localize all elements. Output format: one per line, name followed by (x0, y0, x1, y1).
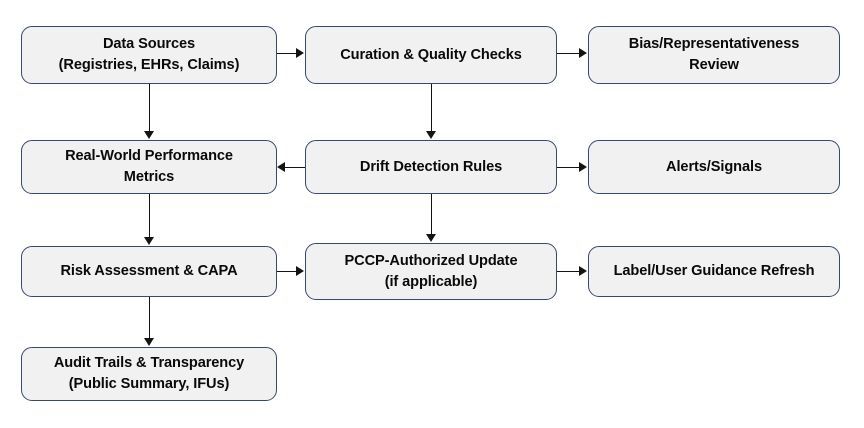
edge-data-sources-to-metrics (143, 84, 155, 140)
node-data-sources-line-2: (Registries, EHRs, Claims) (58, 57, 240, 73)
node-label-user-guidance-refresh[interactable]: Label/User Guidance Refresh (588, 246, 840, 297)
edge-shaft (277, 271, 297, 272)
node-audit-trails-transparency-line-2: (Public Summary, IFUs) (68, 376, 230, 392)
node-risk-assessment-capa[interactable]: Risk Assessment & CAPA (21, 246, 277, 297)
edge-shaft (277, 53, 297, 54)
edge-curation-to-bias-review (557, 47, 588, 59)
edge-pccp-to-label (557, 265, 588, 277)
edge-drift-to-alerts (557, 161, 588, 173)
arrowhead-right-icon (579, 161, 587, 172)
node-alerts-signals[interactable]: Alerts/Signals (588, 140, 840, 194)
node-alerts-signals-line-1: Alerts/Signals (666, 158, 762, 175)
node-risk-assessment-capa-line-1: Risk Assessment & CAPA (60, 263, 238, 280)
edge-shaft (149, 297, 150, 339)
edge-shaft (149, 194, 150, 238)
arrowhead-right-icon (296, 47, 304, 58)
arrowhead-down-icon (143, 237, 154, 245)
node-drift-detection-rules[interactable]: Drift Detection Rules (305, 140, 557, 194)
arrowhead-down-icon (425, 234, 436, 242)
arrowhead-right-icon (579, 47, 587, 58)
node-risk-assessment-capa-label: Risk Assessment & CAPA (30, 261, 268, 282)
arrowhead-right-icon (579, 265, 587, 276)
edge-shaft (431, 84, 432, 132)
node-audit-trails-transparency-line-1: Audit Trails & Transparency (53, 355, 245, 372)
node-audit-trails-transparency[interactable]: Audit Trails & Transparency (Public Summ… (21, 347, 277, 401)
node-real-world-performance-metrics-line-2: Metrics (123, 169, 175, 185)
node-bias-representativeness-review[interactable]: Bias/Representativeness Review (588, 26, 840, 84)
edge-risk-to-audit (143, 297, 155, 347)
node-bias-representativeness-review-line-2: Review (689, 57, 739, 73)
edge-data-sources-to-curation (277, 47, 305, 59)
edge-curation-to-drift (425, 84, 437, 140)
node-curation-quality-checks-label: Curation & Quality Checks (314, 45, 548, 66)
node-pccp-authorized-update-line-2: (if applicable) (384, 273, 478, 290)
node-alerts-signals-label: Alerts/Signals (597, 157, 831, 178)
node-label-user-guidance-refresh-line-1: Label/User Guidance Refresh (613, 263, 815, 280)
node-pccp-authorized-update-line-1: PCCP-Authorized Update (344, 252, 518, 269)
node-pccp-authorized-update-label: PCCP-Authorized Update (if applicable) (314, 251, 548, 292)
node-real-world-performance-metrics-line-1: Real-World Performance (65, 148, 233, 165)
edge-shaft (557, 53, 580, 54)
node-drift-detection-rules-line-1: Drift Detection Rules (359, 158, 503, 175)
edge-drift-to-pccp (425, 194, 437, 243)
node-curation-quality-checks-line-1: Curation & Quality Checks (340, 46, 522, 63)
node-data-sources-line-1: Data Sources (102, 36, 196, 53)
edge-shaft (285, 167, 305, 168)
edge-shaft (431, 194, 432, 235)
node-bias-representativeness-review-label: Bias/Representativeness Review (597, 34, 831, 75)
edge-risk-to-pccp (277, 265, 305, 277)
node-real-world-performance-metrics-label: Real-World Performance Metrics (30, 146, 268, 187)
arrowhead-right-icon (296, 265, 304, 276)
arrowhead-down-icon (143, 338, 154, 346)
arrowhead-down-icon (425, 131, 436, 139)
node-drift-detection-rules-label: Drift Detection Rules (314, 157, 548, 178)
arrowhead-left-icon (277, 161, 285, 172)
edge-shaft (149, 84, 150, 132)
edge-drift-to-metrics (277, 161, 305, 173)
node-pccp-authorized-update[interactable]: PCCP-Authorized Update (if applicable) (305, 243, 557, 300)
node-real-world-performance-metrics[interactable]: Real-World Performance Metrics (21, 140, 277, 194)
edge-shaft (557, 167, 580, 168)
node-bias-representativeness-review-line-1: Bias/Representativeness (628, 36, 800, 53)
node-data-sources-label: Data Sources (Registries, EHRs, Claims) (30, 34, 268, 75)
edge-metrics-to-risk (143, 194, 155, 246)
node-curation-quality-checks[interactable]: Curation & Quality Checks (305, 26, 557, 84)
node-data-sources[interactable]: Data Sources (Registries, EHRs, Claims) (21, 26, 277, 84)
edge-shaft (557, 271, 580, 272)
arrowhead-down-icon (143, 131, 154, 139)
node-audit-trails-transparency-label: Audit Trails & Transparency (Public Summ… (30, 353, 268, 394)
node-label-user-guidance-refresh-label: Label/User Guidance Refresh (597, 261, 831, 282)
